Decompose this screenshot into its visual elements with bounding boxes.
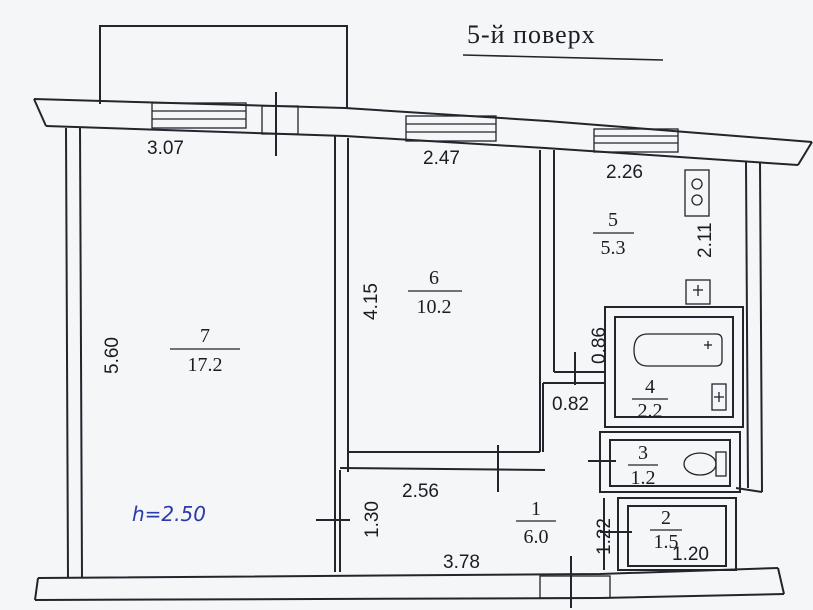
dim-room7-length: 5.60 (102, 337, 123, 374)
hall-wall (316, 470, 350, 572)
bathtub-icon (633, 333, 723, 367)
bathroom-block (542, 306, 744, 452)
toilet-icon (683, 451, 727, 477)
kitchen-sink-icon (685, 279, 711, 305)
dim-room7-width: 3.07 (147, 138, 184, 159)
window-room5 (593, 128, 679, 153)
floor-title: 5-й поверх (467, 20, 596, 49)
window-room7 (151, 92, 299, 156)
room-7: 7 17.2 (170, 325, 240, 376)
room-4-number: 4 (645, 376, 655, 398)
dim-hall-depth: 1.30 (362, 501, 383, 538)
room-1-area: 6.0 (524, 526, 549, 548)
toilet-block (588, 431, 741, 493)
room-5-area: 5.3 (601, 237, 626, 259)
room-5: 5 5.3 (593, 209, 634, 259)
dim-room6-width: 2.47 (423, 148, 460, 169)
room-3: 3 1.2 (628, 442, 658, 489)
room-3-number: 3 (638, 442, 648, 464)
partition-7-6 (334, 136, 349, 572)
sink-icon (711, 383, 727, 411)
closet-block (600, 497, 737, 571)
dim-bath-depth: 0.86 (589, 327, 610, 364)
room-2-number: 2 (661, 507, 671, 529)
dim-closet-width: 1.20 (672, 544, 709, 565)
dim-hall-lower-width: 3.78 (443, 552, 480, 573)
room-3-area: 1.2 (631, 467, 656, 489)
room-2: 2 1.5 (650, 507, 682, 553)
room-6-area: 10.2 (417, 296, 452, 318)
partition-6-5 (539, 150, 606, 452)
room-4-area: 2.2 (638, 400, 663, 422)
dim-room5-length: 2.11 (695, 222, 716, 258)
dim-room5-width: 2.26 (606, 162, 643, 183)
room-6: 6 10.2 (408, 267, 462, 318)
room-7-area: 17.2 (188, 354, 223, 376)
ceiling-height-note: h=2.50 (132, 502, 206, 526)
stove-icon (684, 169, 710, 217)
room-4: 4 2.2 (632, 376, 668, 422)
room-2-area: 1.5 (654, 531, 679, 553)
room-7-number: 7 (200, 325, 210, 347)
room-6-number: 6 (429, 267, 439, 289)
dim-closet-depth: 1.22 (594, 518, 615, 555)
dim-hall-upper-width: 2.56 (402, 481, 439, 502)
balcony-outline (99, 25, 348, 108)
left-exterior-wall (65, 127, 83, 579)
room-1-number: 1 (531, 498, 541, 520)
room-5-number: 5 (608, 209, 618, 231)
dim-room6-length: 4.15 (361, 283, 382, 320)
room6-bottom-wall (339, 445, 546, 492)
room-1: 1 6.0 (516, 498, 556, 548)
window-room6 (405, 115, 497, 142)
dim-bath-width: 0.82 (552, 394, 589, 415)
